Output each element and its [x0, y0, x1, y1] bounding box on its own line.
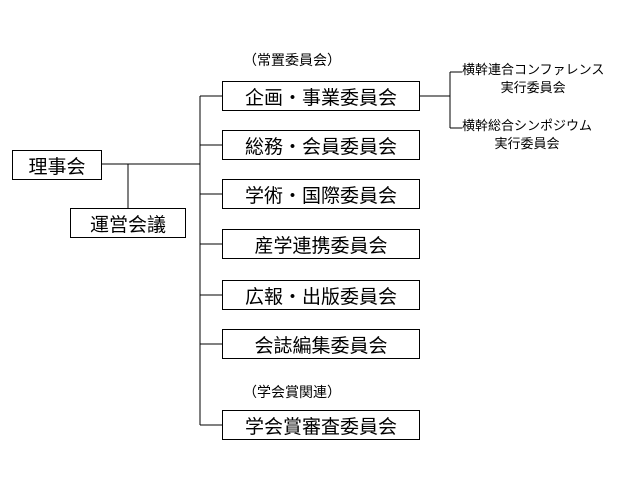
subcommittee-line1: 横幹連合コンファレンス	[462, 63, 605, 78]
management-meeting-box: 運営会議	[70, 208, 186, 238]
subcommittee-conference: 横幹連合コンファレンス 実行委員会	[462, 62, 604, 98]
board-label: 理事会	[28, 155, 86, 178]
committee-box-planning: 企画・事業委員会	[222, 81, 420, 111]
committee-label: 企画・事業委員会	[244, 86, 397, 109]
committee-label: 広報・出版委員会	[244, 285, 397, 308]
subcommittee-line2: 実行委員会	[494, 137, 560, 152]
committee-label: 学会賞審査委員会	[244, 415, 397, 438]
management-meeting-label: 運営会議	[89, 213, 166, 236]
standing-committee-label: （常置委員会）	[243, 53, 341, 69]
committee-box-general-affairs: 総務・会員委員会	[222, 130, 420, 160]
committee-label: 産学連携委員会	[254, 234, 388, 257]
subcommittee-line1: 横幹総合シンポジウム	[462, 119, 593, 134]
committee-box-publication: 広報・出版委員会	[222, 280, 420, 310]
committee-label: 会誌編集委員会	[254, 334, 388, 357]
board-box: 理事会	[12, 150, 102, 180]
committee-box-journal: 会誌編集委員会	[222, 329, 420, 359]
committee-label: 総務・会員委員会	[244, 135, 397, 158]
subcommittee-symposium: 横幹総合シンポジウム 実行委員会	[462, 118, 592, 154]
committee-box-award: 学会賞審査委員会	[222, 410, 420, 440]
committee-label: 学術・国際委員会	[244, 184, 397, 207]
award-committee-label: （学会賞関連）	[243, 385, 341, 401]
subcommittee-line2: 実行委員会	[500, 81, 566, 96]
committee-box-academic: 学術・国際委員会	[222, 179, 420, 209]
committee-box-industry: 産学連携委員会	[222, 229, 420, 259]
